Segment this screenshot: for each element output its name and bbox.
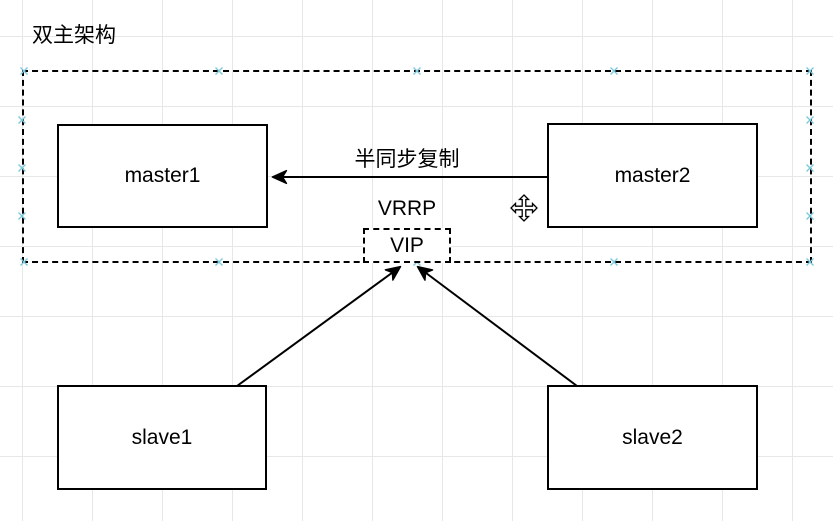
node-slave2[interactable]: slave2 [547,385,758,490]
edge-label-replication[interactable]: 半同步复制 [354,148,460,171]
node-vip-label: VIP [390,233,424,257]
node-slave1[interactable]: slave1 [57,385,267,490]
node-slave1-label: slave1 [131,425,193,449]
label-vrrp[interactable]: VRRP [377,197,437,220]
node-master2-label: master2 [614,163,691,187]
node-master1[interactable]: master1 [57,124,268,228]
node-master1-label: master1 [124,164,201,187]
node-master2[interactable]: master2 [547,123,758,228]
node-slave2-label: slave2 [622,425,683,449]
node-vip[interactable]: VIP [363,228,451,263]
diagram-title[interactable]: 双主架构 [32,24,116,47]
